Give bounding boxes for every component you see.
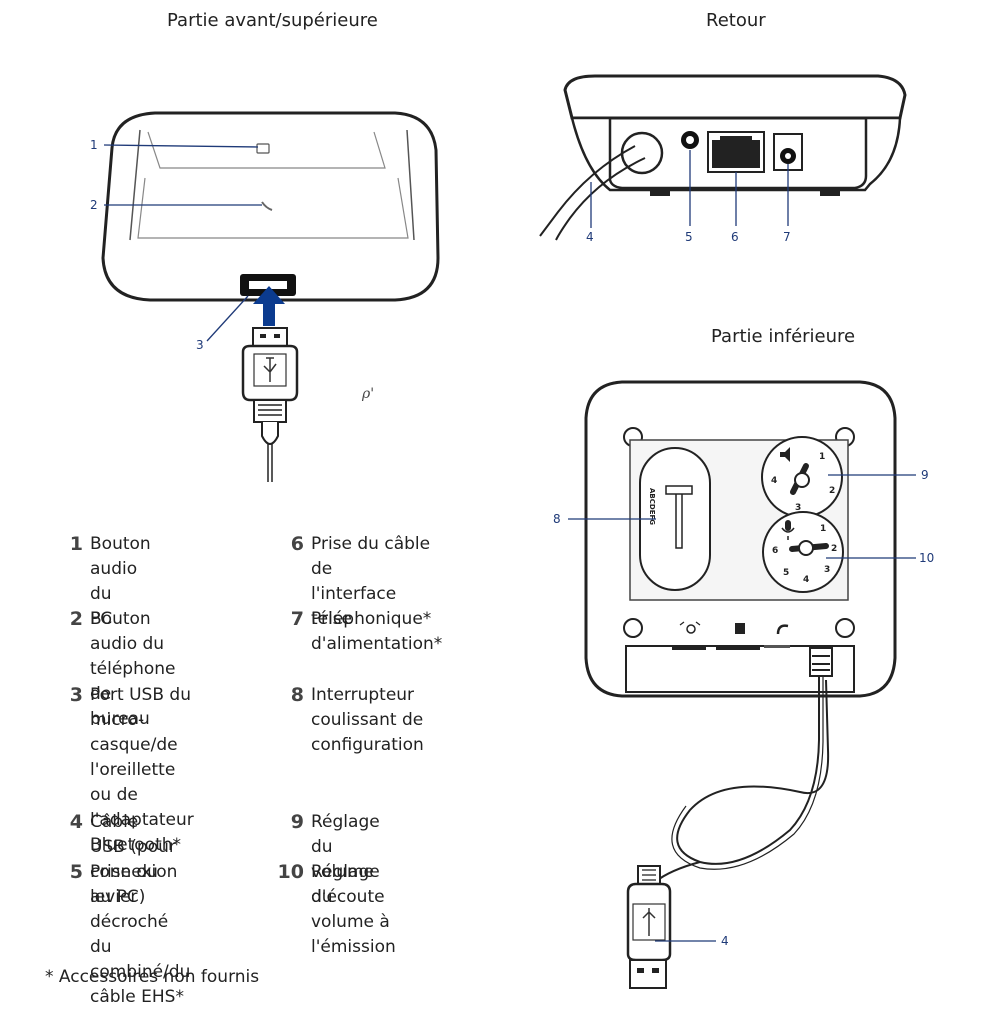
legend-num: 3 [69,684,83,706]
speaker-icon [780,447,790,462]
legend-text: Réglage du volume à l'émission [311,862,396,957]
legend-text: Câble USB (pour connexion au PC) [90,812,178,907]
microphone-icon [785,520,791,531]
callout-4-bottom: 4 [721,934,729,948]
legend-num: 1 [69,533,83,555]
legend-num: 10 [277,861,304,883]
legend-text: Prise du câble de l'interface téléphoniq… [311,534,432,629]
legend-num: 5 [69,861,83,883]
legend-num: 4 [69,811,83,833]
legend-num: 8 [290,684,304,706]
heading-bottom: Partie inférieure [711,326,856,347]
legend-num: 6 [290,533,304,555]
callout-6: 6 [731,230,739,244]
speaker-dial-num-1: 1 [819,452,825,462]
callout-10: 10 [919,551,934,565]
insert-arrow [263,300,275,326]
mic-dial-num-6: 6 [772,546,778,556]
callout-2: 2 [90,198,98,212]
config-letters: ABCDEFG [648,488,656,525]
callout-9: 9 [921,468,929,482]
legend-num: 2 [69,608,83,630]
callout-1: 1 [90,138,98,152]
handset-icon [776,624,789,635]
mic-dial-num-2: 2 [831,544,837,554]
phone-jack-icon [735,623,745,634]
back-callout-lines [590,150,789,228]
bottom-callout-lines [568,474,916,942]
legend-num: 9 [290,811,304,833]
stray-mark: ρ' [361,386,374,402]
front-callout-lines [103,144,262,342]
callout-7: 7 [783,230,791,244]
legend-text: Bouton audio du PC [90,534,151,629]
mic-dial-num-4: 4 [803,575,809,585]
mic-dial-num-3: 3 [824,565,830,575]
mic-dial-num-5: 5 [783,568,789,578]
heading-front-top: Partie avant/supérieure [167,10,378,31]
back-illustration [539,74,907,241]
speaker-dial-num-4: 4 [771,476,777,486]
callout-4-back: 4 [586,230,594,244]
legend-text: Prise d'alimentation* [311,609,443,654]
legend-text: Interrupteur coulissant de configuration [311,685,424,755]
legend-text: Bouton audio du téléphone de bureau [90,609,176,729]
speaker-dial-num-3: 3 [795,503,801,513]
callout-8: 8 [553,512,561,526]
legend-text: Prise du levier décroché du combiné/du c… [90,862,191,1007]
legend-num: 7 [290,608,304,630]
footnote: * Accessoires non fournis [45,967,260,987]
callout-5: 5 [685,230,693,244]
legend-text: Réglage du volume d'écoute [311,812,385,907]
legend-text: Port USB du micro-casque/de l'oreillette… [90,685,194,855]
bottom-illustration: ABCDEFG 1 2 3 4 1 2 3 4 5 6 [584,380,897,989]
ehs-port-icon [686,624,696,634]
speaker-dial-num-2: 2 [829,486,835,496]
desk-phone-button-icon [261,201,273,211]
heading-back: Retour [706,10,766,31]
callout-3: 3 [196,338,204,352]
front-top-illustration [101,111,440,482]
pc-audio-button-icon [256,143,270,154]
mic-dial-num-1: 1 [820,524,826,534]
